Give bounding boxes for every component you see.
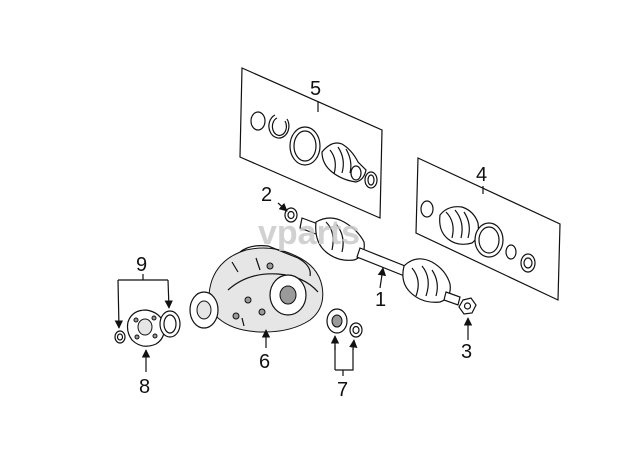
- part-2-washer: [284, 207, 298, 223]
- part-9-nut-seal: [114, 310, 181, 344]
- boot-kit-panel-4: [415, 157, 561, 301]
- part-3-axle-nut: [458, 297, 477, 315]
- callout-3: 3: [461, 341, 472, 363]
- callout-6: 6: [259, 351, 270, 373]
- callout-1: 1: [375, 289, 386, 311]
- watermark-logo: vparts: [258, 214, 360, 252]
- callout-9: 9: [136, 254, 147, 276]
- callout-8: 8: [139, 376, 150, 398]
- callout-5: 5: [310, 78, 321, 100]
- callout-4: 4: [476, 164, 487, 186]
- part-7-seals: [326, 308, 363, 338]
- part-1-axle-shaft: [299, 217, 461, 306]
- part-6-differential: [189, 245, 324, 333]
- boot-kit-panel-5: [239, 67, 383, 219]
- leader-lines: [114, 101, 484, 376]
- callout-2: 2: [261, 184, 272, 206]
- callout-7: 7: [337, 379, 348, 401]
- part-8-flange: [126, 309, 165, 347]
